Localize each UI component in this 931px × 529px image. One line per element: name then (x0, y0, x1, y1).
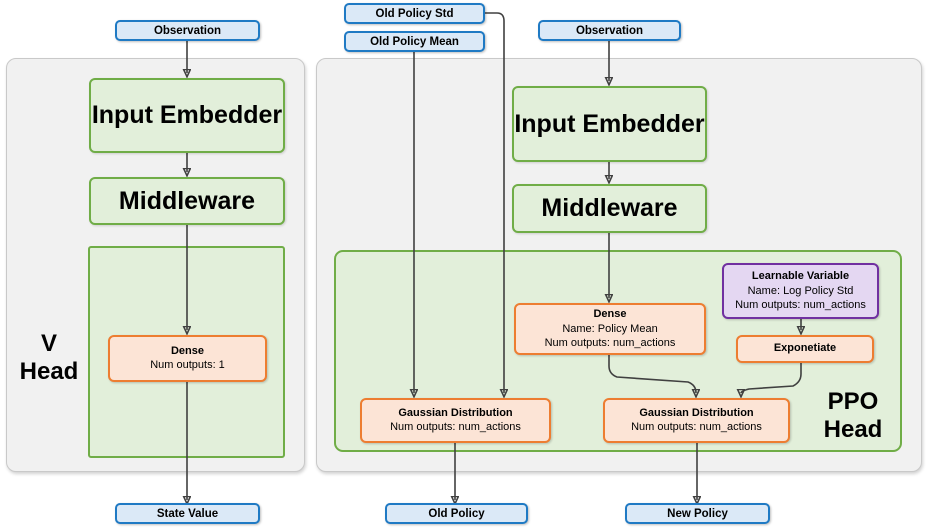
ppo-input-embedder-label: Input Embedder (514, 109, 705, 138)
ppo-gaussian-old-title: Gaussian Distribution (398, 406, 513, 419)
ppo-learnable-variable[interactable]: Learnable Variable Name: Log Policy Std … (722, 263, 879, 319)
v-head-label-line2: Head (19, 357, 79, 385)
v-dense[interactable]: Dense Num outputs: 1 (108, 335, 267, 382)
v-middleware-label: Middleware (118, 186, 256, 215)
v-input-embedder-label: Input Embedder (91, 101, 283, 129)
v-head-label: V Head (14, 330, 84, 385)
ppo-exponetiate[interactable]: Exponetiate (736, 335, 874, 363)
input-observation-ppo[interactable]: Observation (538, 20, 681, 41)
input-observation-v[interactable]: Observation (115, 20, 260, 41)
output-state-value-label: State Value (156, 507, 219, 520)
ppo-middleware-label: Middleware (541, 194, 678, 222)
input-old-policy-mean[interactable]: Old Policy Mean (344, 31, 485, 52)
output-old-policy[interactable]: Old Policy (385, 503, 528, 524)
ppo-gaussian-new-title: Gaussian Distribution (639, 406, 754, 419)
ppo-exponetiate-label: Exponetiate (773, 342, 837, 355)
ppo-gaussian-old-num-outputs: Num outputs: num_actions (390, 421, 521, 434)
ppo-dense-policy-mean[interactable]: Dense Name: Policy Mean Num outputs: num… (514, 303, 706, 355)
ppo-gaussian-new-num-outputs: Num outputs: num_actions (631, 421, 762, 434)
ppo-head-label: PPO Head (808, 388, 898, 443)
ppo-learnable-variable-num-outputs: Num outputs: num_actions (735, 298, 866, 311)
v-dense-title: Dense (170, 344, 205, 357)
ppo-head-label-line2: Head (823, 415, 883, 443)
input-old-policy-mean-label: Old Policy Mean (370, 35, 459, 48)
ppo-dense-name: Name: Policy Mean (562, 322, 658, 335)
ppo-dense-title: Dense (593, 307, 627, 320)
ppo-gaussian-distribution-new[interactable]: Gaussian Distribution Num outputs: num_a… (603, 398, 790, 443)
ppo-middleware[interactable]: Middleware (512, 184, 707, 233)
v-middleware[interactable]: Middleware (89, 177, 285, 225)
ppo-dense-num-outputs: Num outputs: num_actions (544, 336, 676, 349)
output-new-policy[interactable]: New Policy (625, 503, 770, 524)
ppo-gaussian-distribution-old[interactable]: Gaussian Distribution Num outputs: num_a… (360, 398, 551, 443)
v-input-embedder[interactable]: Input Embedder (89, 78, 285, 153)
input-old-policy-std[interactable]: Old Policy Std (344, 3, 485, 24)
output-old-policy-label: Old Policy (428, 507, 485, 520)
ppo-learnable-variable-name: Name: Log Policy Std (747, 284, 854, 297)
output-new-policy-label: New Policy (667, 507, 728, 520)
ppo-head-label-line1: PPO (827, 388, 879, 415)
input-observation-ppo-label: Observation (575, 24, 644, 37)
ppo-learnable-variable-title: Learnable Variable (751, 269, 850, 282)
input-old-policy-std-label: Old Policy Std (375, 7, 454, 20)
input-observation-v-label: Observation (153, 24, 222, 37)
output-state-value[interactable]: State Value (115, 503, 260, 524)
v-head-label-line1: V (40, 330, 57, 357)
ppo-input-embedder[interactable]: Input Embedder (512, 86, 707, 162)
v-dense-num-outputs: Num outputs: 1 (150, 359, 225, 372)
